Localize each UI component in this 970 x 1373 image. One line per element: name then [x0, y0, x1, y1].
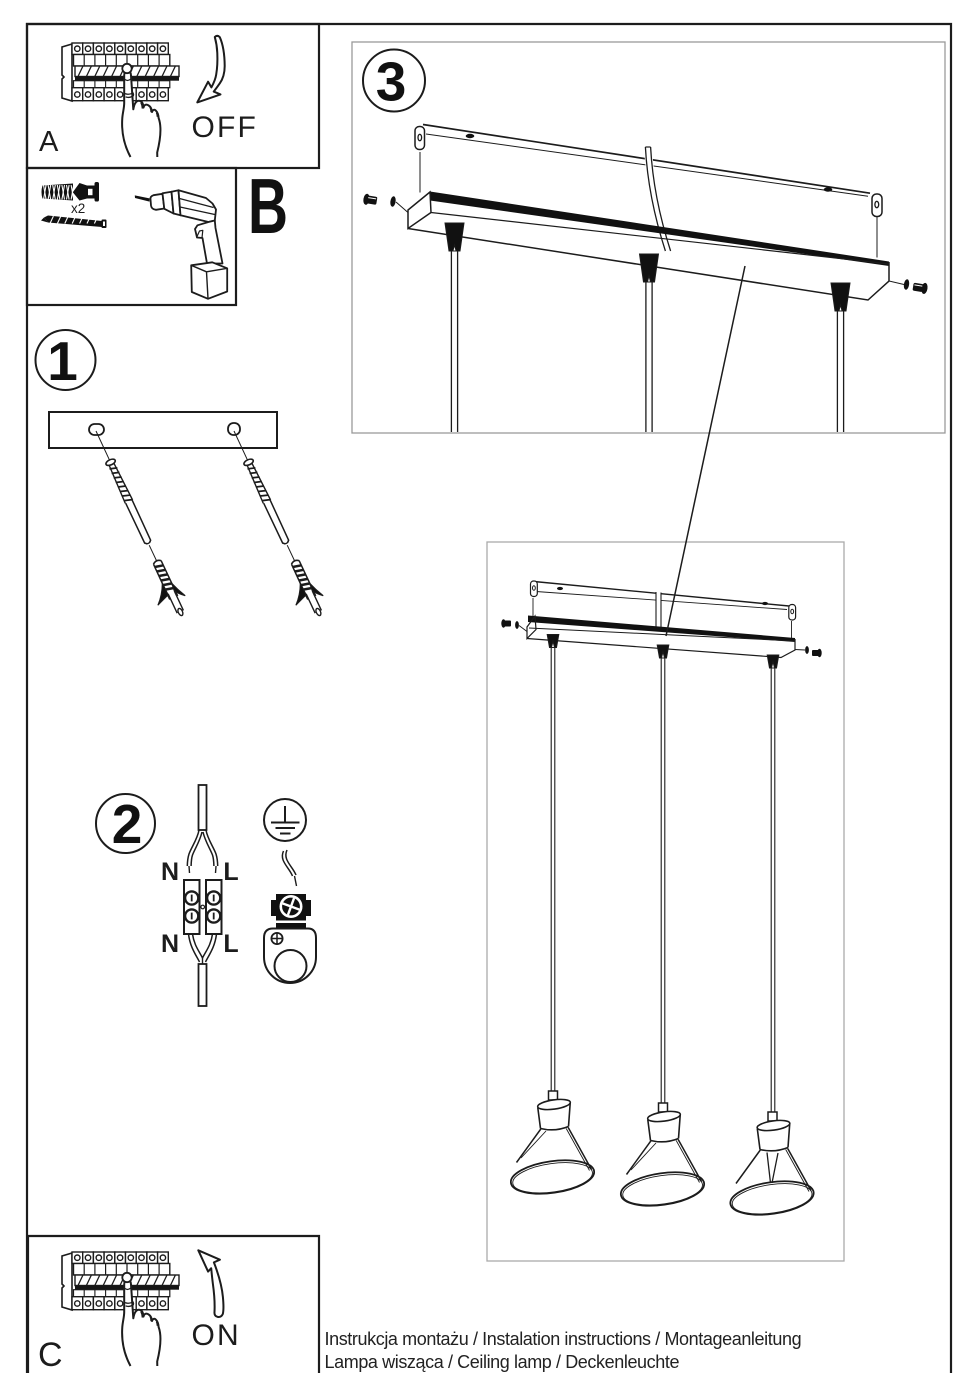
- svg-text:ON: ON: [192, 1319, 241, 1352]
- svg-text:Lampa wisząca / Ceiling lamp /: Lampa wisząca / Ceiling lamp / Deckenleu…: [325, 1352, 680, 1372]
- svg-text:L: L: [223, 930, 238, 958]
- svg-text:L: L: [223, 858, 238, 886]
- svg-text:A: A: [39, 126, 59, 158]
- svg-text:2: 2: [112, 793, 143, 855]
- svg-text:Instrukcja montażu / Instalati: Instrukcja montażu / Instalation instruc…: [325, 1329, 802, 1349]
- svg-text:3: 3: [376, 50, 407, 112]
- svg-text:OFF: OFF: [192, 111, 259, 144]
- svg-text:1: 1: [47, 330, 78, 392]
- svg-text:x2: x2: [71, 201, 85, 216]
- svg-text:B: B: [248, 162, 288, 250]
- svg-text:N: N: [161, 858, 179, 886]
- svg-text:N: N: [161, 930, 179, 958]
- svg-text:C: C: [38, 1336, 63, 1373]
